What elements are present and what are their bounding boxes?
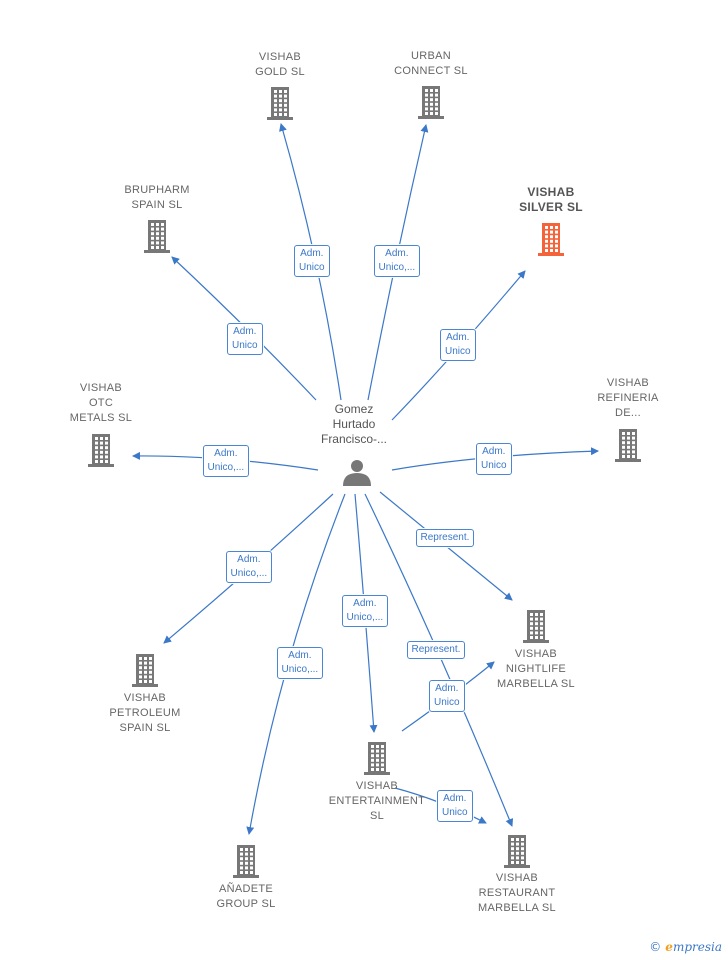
node-label-brupharm[interactable]: BRUPHARM SPAIN SL [124, 184, 190, 211]
edge-label-vishab-restaurant[interactable]: Adm. Unico [437, 790, 473, 822]
node-label-vishab-petroleum[interactable]: VISHAB PETROLEUM SPAIN SL [109, 692, 181, 734]
edge-label-vishab-nightlife[interactable]: Represent. [415, 529, 475, 547]
edge-label-anadete[interactable]: Adm. Unico,... [276, 647, 324, 679]
building-icon-vishab-otc[interactable] [88, 434, 114, 467]
node-label-anadete[interactable]: AÑADETE GROUP SL [216, 883, 276, 910]
building-icon-vishab-petroleum[interactable] [132, 654, 158, 687]
node-label-vishab-restaurant[interactable]: VISHAB RESTAURANT MARBELLA SL [478, 872, 556, 914]
edge-label-vishab-otc[interactable]: Adm. Unico,... [202, 445, 250, 477]
building-icon-brupharm[interactable] [144, 220, 170, 253]
person-icon[interactable] [343, 460, 371, 486]
node-label-vishab-otc[interactable]: VISHAB OTC METALS SL [69, 382, 133, 424]
copyright-symbol: © [649, 940, 662, 954]
edge-label-vishab-petroleum[interactable]: Adm. Unico,... [225, 551, 273, 583]
node-label-vishab-silver[interactable]: VISHAB SILVER SL [519, 185, 583, 214]
building-icon-vishab-restaurant[interactable] [504, 835, 530, 868]
edge-label-vishab-refineria[interactable]: Adm. Unico [476, 443, 512, 475]
building-icon-anadete[interactable] [233, 845, 259, 878]
node-label-vishab-refineria[interactable]: VISHAB REFINERIA DE... [597, 377, 659, 419]
building-icon-vishab-entertainment[interactable] [364, 742, 390, 775]
edge-label-vishab-entertainment[interactable]: Adm. Unico,... [341, 595, 389, 627]
edge-label-vishab-nightlife[interactable]: Adm. Unico [429, 680, 465, 712]
node-label-vishab-entertainment[interactable]: VISHAB ENTERTAINMENT SL [328, 780, 426, 822]
edge-label-brupharm[interactable]: Adm. Unico [227, 323, 263, 355]
node-label-urban-connect[interactable]: URBAN CONNECT SL [394, 50, 468, 77]
edge-label-urban-connect[interactable]: Adm. Unico,... [373, 245, 421, 277]
node-label-vishab-gold[interactable]: VISHAB GOLD SL [255, 51, 305, 78]
edge-label-vishab-gold[interactable]: Adm. Unico [294, 245, 330, 277]
building-icon-vishab-gold[interactable] [267, 87, 293, 120]
building-icon-vishab-nightlife[interactable] [523, 610, 549, 643]
brand-name: mpresia [672, 940, 722, 954]
building-icon-vishab-silver[interactable] [538, 223, 564, 256]
node-label-vishab-nightlife[interactable]: VISHAB NIGHTLIFE MARBELLA SL [497, 648, 575, 690]
edge-label-vishab-restaurant[interactable]: Represent. [406, 641, 466, 659]
brand-initial: e [665, 940, 673, 954]
building-icon-vishab-refineria[interactable] [615, 429, 641, 462]
person-name[interactable]: Gomez Hurtado Francisco-... [320, 402, 387, 446]
building-icon-urban-connect[interactable] [418, 86, 444, 119]
brand-logo: ©empresia [649, 940, 722, 954]
edge-label-vishab-silver[interactable]: Adm. Unico [440, 329, 476, 361]
